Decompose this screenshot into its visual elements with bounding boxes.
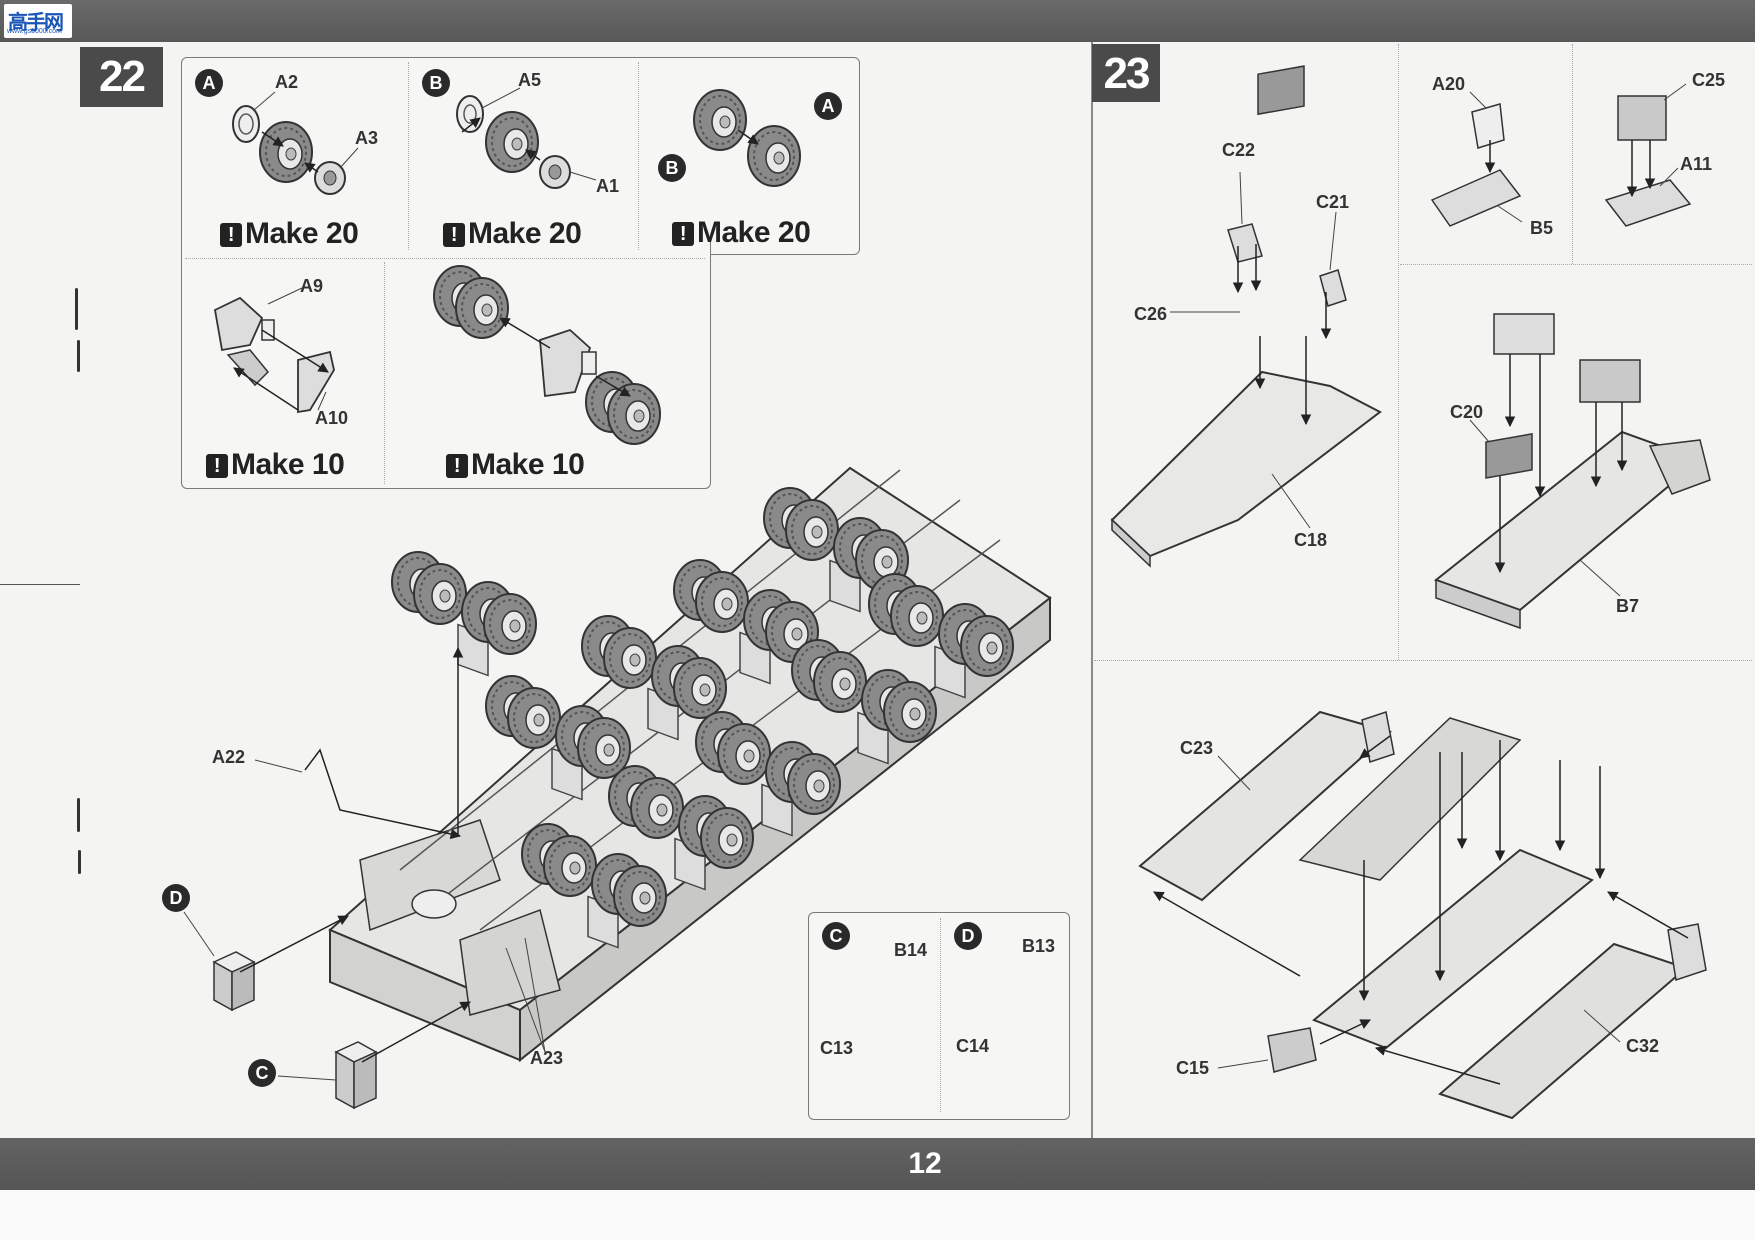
- part-label: C20: [1450, 402, 1484, 422]
- suspension-assembly-drawing: [434, 266, 660, 444]
- part-d-drawing: [183, 911, 349, 1012]
- binder-mark: [77, 798, 80, 832]
- page-margin: [0, 1190, 1755, 1240]
- part-label: B7: [1616, 596, 1640, 616]
- bottom-band: [0, 1138, 1755, 1190]
- panel-separator: [1400, 264, 1752, 265]
- callout-separator: [185, 258, 705, 259]
- part-c-drawing: [277, 1001, 471, 1110]
- sub-b7-drawing: [1433, 313, 1711, 630]
- binder-mark: [78, 850, 81, 874]
- part-label: B14: [894, 940, 928, 960]
- part-label: C13: [820, 1038, 854, 1058]
- part-label: A10: [315, 408, 349, 428]
- badge-d: D: [954, 922, 982, 950]
- site-logo: 高手网 www.gs5000.com: [4, 4, 72, 38]
- part-label: A11: [1680, 154, 1713, 174]
- step-23-number: 23: [1092, 44, 1160, 102]
- part-label: C21: [1316, 192, 1350, 212]
- part-label: A2: [275, 72, 299, 92]
- badge-c: C: [822, 922, 850, 950]
- make-quantity: !Make 10: [446, 448, 585, 482]
- binder-mark: [75, 288, 78, 330]
- warning-icon: !: [206, 454, 228, 478]
- panel-separator: [1094, 660, 1752, 661]
- step-22-inset-box: [808, 912, 1070, 1120]
- wheel-pair-drawing: [693, 89, 801, 187]
- part-label: A22: [212, 747, 246, 767]
- make-quantity: !Make 20: [672, 216, 811, 250]
- part-label: A1: [596, 176, 620, 196]
- chassis-23-drawing: [1138, 432, 1707, 1120]
- logo-text: 高手网: [8, 12, 64, 34]
- step-22-number: 22: [80, 47, 163, 107]
- part-label: C26: [1134, 304, 1168, 324]
- top-band: [0, 0, 1755, 42]
- badge-b: B: [422, 69, 450, 97]
- part-label: A9: [300, 276, 324, 296]
- wheel-a-drawing: [232, 91, 359, 195]
- panel-separator: [1398, 44, 1399, 660]
- part-label: A23: [530, 1048, 564, 1068]
- part-label: A20: [1432, 74, 1466, 94]
- inset-separator: [940, 918, 941, 1112]
- badge-d: D: [162, 884, 190, 912]
- part-label: C14: [956, 1036, 990, 1056]
- part-label: C15: [1176, 1058, 1210, 1078]
- callout-separator: [408, 62, 409, 250]
- badge-b: B: [658, 154, 686, 182]
- part-label: C22: [1222, 140, 1256, 160]
- part-label: C25: [1692, 70, 1726, 90]
- part-label: B13: [1022, 936, 1056, 956]
- callout-separator: [384, 262, 385, 484]
- warning-icon: !: [446, 454, 468, 478]
- panel-separator: [1572, 44, 1573, 264]
- warning-icon: !: [220, 223, 242, 247]
- warning-icon: !: [443, 223, 465, 247]
- sub-c18-drawing: [1110, 65, 1382, 568]
- logo-subtext: www.gs5000.com: [7, 28, 62, 35]
- part-label: A5: [518, 70, 542, 90]
- page-divider: [1091, 42, 1093, 1138]
- make-quantity: !Make 10: [206, 448, 345, 482]
- part-label: C18: [1294, 530, 1328, 550]
- chassis-22-drawing: [254, 466, 1052, 1063]
- part-label: B5: [1530, 218, 1554, 238]
- warning-icon: !: [672, 222, 694, 246]
- badge-a: A: [814, 92, 842, 120]
- part-label: A3: [355, 128, 379, 148]
- make-quantity: !Make 20: [220, 217, 359, 251]
- binder-mark: [77, 340, 80, 372]
- badge-c: C: [248, 1059, 276, 1087]
- make-quantity: !Make 20: [443, 217, 582, 251]
- badge-a: A: [195, 69, 223, 97]
- wheel-b-drawing: [456, 87, 597, 189]
- callout-separator: [638, 62, 639, 250]
- part-label: C32: [1626, 1036, 1660, 1056]
- part-label: C23: [1180, 738, 1214, 758]
- page-number: 12: [908, 1147, 942, 1180]
- sub-a11-drawing: [1604, 83, 1692, 227]
- sub-b5-drawing: [1430, 91, 1523, 227]
- suspension-a9-drawing: [213, 287, 335, 414]
- margin-line: [0, 584, 80, 585]
